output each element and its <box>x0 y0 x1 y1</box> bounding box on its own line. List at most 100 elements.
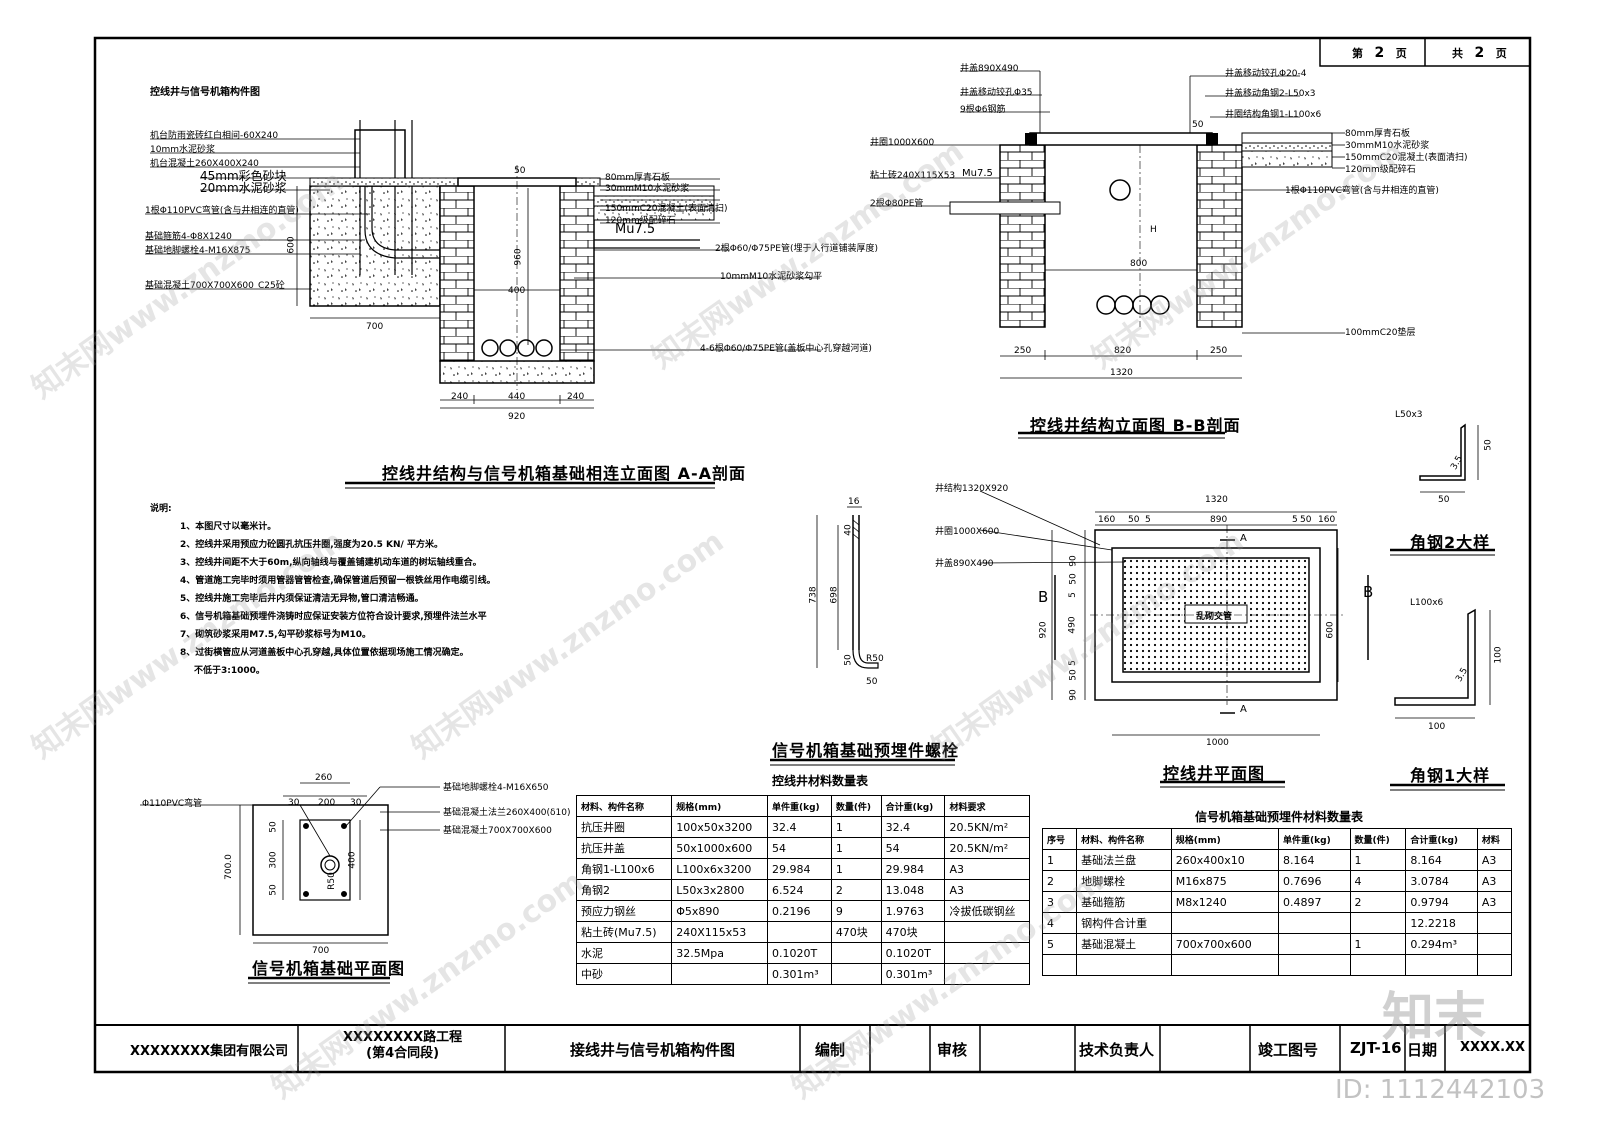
aa-rlabel-1: 30mmM10水泥砂浆 <box>605 184 690 194</box>
note-item: 3、控线井间距不大于60m,纵向轴线与覆盖铺建机动车道的树坛轴线重合。 <box>180 558 482 568</box>
aa-dim-4: 700 <box>366 322 384 332</box>
table-cell: 54 <box>880 837 946 859</box>
table-row <box>1041 954 1513 976</box>
bb-dim-4: 820 <box>1114 346 1132 356</box>
table-cell: 50x1000x600 <box>671 837 768 859</box>
table-cell: 54 <box>767 837 832 859</box>
total-label: 共 <box>1452 47 1463 60</box>
note-item: 1、本图尺寸以毫米计。 <box>180 522 277 532</box>
foundation-plan-title: 信号机箱基础平面图 <box>252 959 406 978</box>
table-cell <box>671 963 768 985</box>
aa-section-drawing <box>145 120 820 489</box>
fp-dim: 260 <box>315 773 333 783</box>
table-cell: 2 <box>830 879 882 901</box>
bb-rlabel-5: 150mmC20混凝土(表面清扫) <box>1345 153 1468 163</box>
aa-rlabel-4: Mu7.5 <box>615 222 656 237</box>
as-built-label: 竣工图号 <box>1258 1041 1319 1059</box>
table-cell: 抗压井圈 <box>575 816 673 838</box>
well-table-caption: 控线井材料数量表 <box>772 774 869 788</box>
bb-label-3: 井圈1000X600 <box>870 138 935 148</box>
angle1-spec: L100x6 <box>1410 598 1444 608</box>
plan-sdim: 50 <box>1068 573 1079 585</box>
aa-label-7: 基础地脚螺栓4-M16X875 <box>145 246 251 256</box>
bolt-title: 信号机箱基础预埋件螺栓 <box>772 741 960 760</box>
table-cell: L100x6x3200 <box>671 858 768 880</box>
bb-rlabel-1: 井盖移动角钢2-L50x3 <box>1225 89 1316 99</box>
bolt-dim-2: 738 <box>808 586 819 604</box>
section-mark-b: B <box>1038 588 1049 606</box>
note-item: 2、控线井采用预应力砼圆孔抗压井圈,强度为20.5 KN/ 平方米。 <box>180 540 443 550</box>
foundation-plan-drawing <box>140 782 440 984</box>
aa-dim-2: 400 <box>508 286 526 296</box>
plan-dim: 160 <box>1098 515 1116 525</box>
compile-label: 编制 <box>815 1041 846 1059</box>
drawing-name: 接线井与信号机箱构件图 <box>570 1041 736 1059</box>
bb-label-2: 9根Φ6钢筋 <box>960 105 1006 115</box>
table-cell: 32.5Mpa <box>671 942 768 964</box>
bb-dim-2: 800 <box>1130 259 1148 269</box>
table-cell: A3 <box>1476 870 1513 892</box>
bb-dim-5: 250 <box>1210 346 1228 356</box>
aa-rlabel-2: 150mmC20混凝土(表面清扫) <box>605 204 728 214</box>
table-cell: A3 <box>944 858 1030 880</box>
note-item: 5、控线井施工完毕后井内须保证清洁无异物,管口清洁畅通。 <box>180 594 424 604</box>
fp-label-2: 基础混凝土法兰260X400(δ10) <box>443 808 571 818</box>
table-cell: 0.7696 <box>1278 870 1351 892</box>
watermark-id: ID: 1112442103 <box>1335 1075 1546 1105</box>
table-cell: 1 <box>830 837 882 859</box>
bb-dim-1: H <box>1150 225 1157 235</box>
table-cell: 470块 <box>830 921 882 943</box>
angle2-spec: L50x3 <box>1395 410 1423 420</box>
plan-sdim: 5 <box>1067 592 1078 598</box>
watermark-brand: 知末 <box>1382 988 1487 1048</box>
table-cell: 8.164 <box>1405 849 1478 871</box>
note-item: 7、砌筑砂浆采用M7.5,勾平砂浆标号为M10。 <box>180 630 372 640</box>
plan-sdim: 600 <box>1325 621 1336 639</box>
aa-dim-7: 240 <box>567 392 585 402</box>
table-cell: 粘土砖(Mu7.5) <box>575 921 673 943</box>
bb-label-0: 井盖890X490 <box>960 64 1019 74</box>
table-cell: 2 <box>1349 891 1407 913</box>
table-cell: 0.2196 <box>767 900 832 922</box>
table-header: 合计重(kg) <box>880 795 946 817</box>
note-item: 4、管道施工完毕时须用管器管管检查,确保管道后预留一根铁丝用作电缆引线。 <box>180 576 496 586</box>
table-cell: 32.4 <box>880 816 946 838</box>
table-cell: 0.1020T <box>880 942 946 964</box>
section-mark-b: B <box>1363 583 1374 601</box>
table-cell: A3 <box>1476 891 1513 913</box>
table-cell: 1 <box>830 858 882 880</box>
aa-dim-3: 600 <box>286 236 297 254</box>
bb-label-5: Mu7.5 <box>962 168 993 179</box>
table-header: 规格(mm) <box>671 795 768 817</box>
signal-table-caption: 信号机箱基础预埋件材料数量表 <box>1195 810 1364 824</box>
aa-dim-1: 960 <box>513 248 524 266</box>
fp-dim: 50 <box>268 884 279 896</box>
bb-dim-6: 1320 <box>1110 368 1133 378</box>
bolt-dim-3: 698 <box>829 586 840 604</box>
table-cell: 角钢1-L100x6 <box>575 858 673 880</box>
angle1-dim: 100 <box>1493 646 1504 664</box>
aa-label-4: 20mm水泥砂浆 <box>200 181 287 195</box>
bolt-dim-5: R50 <box>866 654 884 664</box>
plan-dim: 5 <box>1292 515 1298 525</box>
date-value: XXXX.XX <box>1460 1040 1526 1055</box>
table-header: 数量(件) <box>830 795 882 817</box>
fp-dim: 700.0 <box>223 854 234 880</box>
table-header: 材料要求 <box>944 795 1030 817</box>
table-cell: L50x3x2800 <box>671 879 768 901</box>
fp-dim: 30 <box>288 798 300 808</box>
table-cell: 0.1020T <box>767 942 832 964</box>
table-cell: 0.4897 <box>1278 891 1351 913</box>
plan-dim: 890 <box>1210 515 1228 525</box>
table-cell: 水泥 <box>575 942 673 964</box>
table-cell: 1 <box>1349 933 1407 955</box>
aa-label-1: 10mm水泥砂浆 <box>150 145 215 155</box>
table-cell: 预应力钢丝 <box>575 900 673 922</box>
table-cell: M8x1240 <box>1170 891 1280 913</box>
